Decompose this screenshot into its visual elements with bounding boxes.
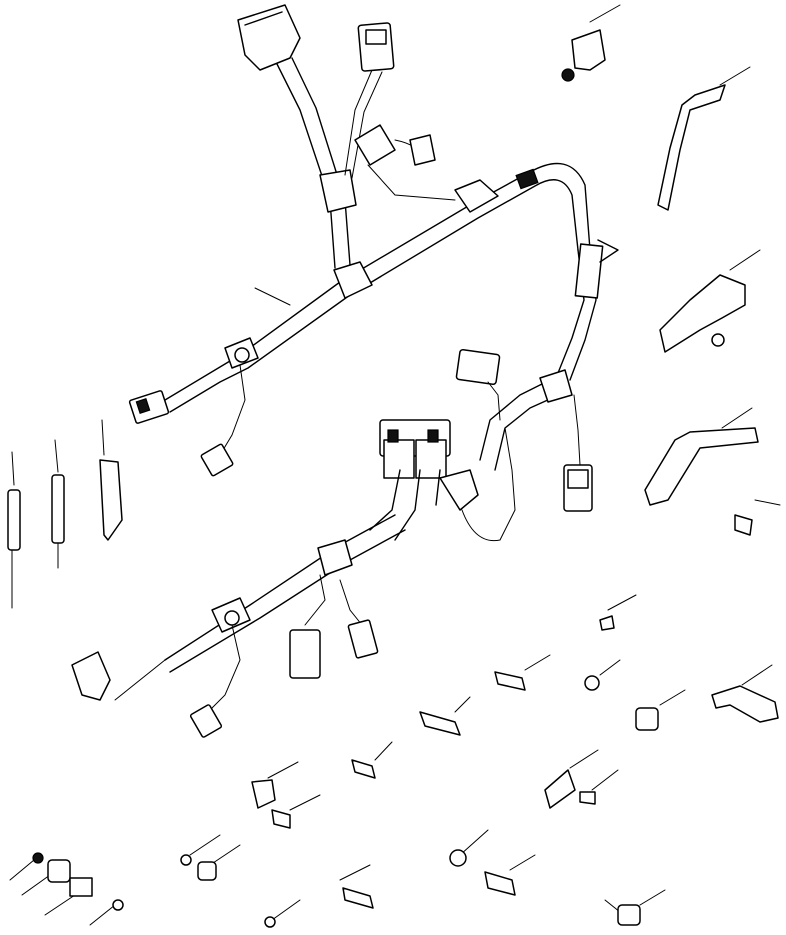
brackets <box>561 4 781 723</box>
nut-icon <box>584 675 600 691</box>
bolt-icon <box>351 759 376 779</box>
clamp-icon <box>99 459 123 541</box>
spacer-icon <box>617 904 641 926</box>
clamp-icon <box>69 877 93 897</box>
bracket-icon <box>571 29 606 71</box>
clamp-icon <box>251 779 276 809</box>
bolt-icon <box>599 615 615 631</box>
spacer-icon <box>197 861 217 881</box>
terminals <box>7 419 123 609</box>
bracket-icon <box>657 84 726 211</box>
bracket-icon <box>659 274 746 353</box>
washer-icon <box>449 849 467 867</box>
bracket-icon <box>544 769 576 809</box>
bracket-icon <box>711 685 779 723</box>
nut-icon <box>32 852 44 864</box>
spacer-icon <box>47 859 71 883</box>
bracket-icon <box>644 427 759 506</box>
bolt-icon <box>734 514 753 536</box>
bolt-icon <box>579 791 596 805</box>
bolt-icon <box>419 711 461 736</box>
bolt-icon <box>112 899 124 911</box>
bolt-icon <box>271 809 291 829</box>
upper-harness <box>128 4 619 512</box>
terminal-icon <box>51 474 65 544</box>
terminal-icon <box>7 489 21 551</box>
nut-icon <box>264 916 276 928</box>
bolt-icon <box>494 671 526 691</box>
nut-icon <box>561 68 575 82</box>
bolt-icon <box>484 871 516 896</box>
hardware <box>9 594 686 928</box>
washer-icon <box>180 854 192 866</box>
lower-harness <box>71 349 573 738</box>
clamp-icon <box>342 887 374 909</box>
spacer-icon <box>635 707 659 731</box>
